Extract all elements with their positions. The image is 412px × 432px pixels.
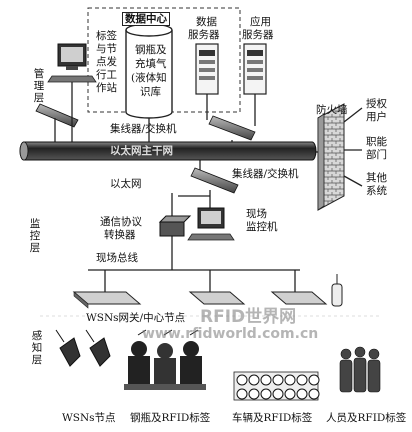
- layer-label-monitoring: 监控层: [29, 218, 41, 254]
- person-tag-label: 人员及RFID标签: [326, 412, 407, 424]
- data-server-label-1: 数据: [196, 16, 217, 28]
- watermark-bottom: www.rfidworld.com.cn: [142, 326, 319, 342]
- wsn-gateway-mid-icon: [188, 291, 246, 305]
- db-line-4: 识库: [140, 86, 161, 98]
- auth-users-label-1: 授权: [366, 98, 387, 110]
- database-cylinder: [125, 23, 173, 119]
- wsn-node-label: WSNs节点: [62, 412, 116, 424]
- backbone-label: 以太网主干网: [110, 145, 173, 157]
- data-server-label-2: 服务器: [188, 29, 220, 41]
- app-server-label-1: 应用: [250, 16, 271, 28]
- workstation-label-2: 与节: [96, 43, 117, 55]
- workstation-label-3: 点发: [96, 56, 117, 68]
- functional-dept-label-1: 职能: [366, 136, 387, 148]
- datacenter-title: 数据中心: [122, 12, 170, 26]
- db-line-1: 钢瓶及: [135, 44, 167, 56]
- workstation-label-5: 作站: [96, 82, 117, 94]
- protocol-converter-label-1: 通信协议: [100, 216, 142, 228]
- data-server-icon: [195, 43, 219, 95]
- wsn-gateway-label: WSNs网关/中心节点: [86, 312, 186, 324]
- firewall-label: 防火墙: [316, 104, 348, 116]
- wsn-gateway-left-icon: [72, 291, 142, 309]
- hub-switch-mid-label: 集线器/交换机: [232, 168, 299, 180]
- workstation-label-4: 行工: [96, 69, 117, 81]
- layer-label-management: 管理层: [33, 68, 45, 104]
- app-server-icon: [243, 43, 267, 95]
- vehicle-tag-icons: [233, 371, 320, 401]
- backbone-pipe: [19, 141, 317, 161]
- layer-label-perception: 感知层: [31, 330, 43, 366]
- cylinder-tag-label: 钢瓶及RFID标签: [130, 412, 211, 424]
- person-tag-icons: [339, 346, 381, 393]
- protocol-converter-icon: [158, 215, 192, 237]
- wsn-node-icons: [55, 329, 111, 367]
- vehicle-tag-label: 车辆及RFID标签: [232, 412, 313, 424]
- top-hub-left-icon: [35, 103, 79, 128]
- db-line-3: (液体知: [131, 72, 167, 84]
- workstation-label-1: 标签: [96, 30, 117, 42]
- hub-switch-top-label: 集线器/交换机: [110, 123, 177, 135]
- top-hub-right-icon: [208, 115, 256, 141]
- tag-workstation-icon: [47, 43, 97, 83]
- field-bus-label: 现场总线: [96, 252, 138, 264]
- mid-hub-icon: [190, 167, 239, 194]
- watermark-top: RFID世界网: [200, 307, 297, 327]
- protocol-converter-label-2: 转换器: [104, 229, 136, 241]
- wsn-gateway-right-icon: [270, 291, 328, 305]
- field-monitor-label-2: 监控机: [246, 221, 278, 233]
- other-systems-label-1: 其他: [366, 172, 387, 184]
- auth-users-label-2: 用户: [366, 111, 387, 123]
- db-line-2: 充填气: [135, 58, 167, 70]
- ethernet-label: 以太网: [110, 178, 142, 190]
- wsn-sensor-icon: [331, 274, 343, 307]
- app-server-label-2: 服务器: [242, 29, 274, 41]
- field-monitor-icon: [187, 207, 235, 241]
- firewall-icon: [317, 103, 345, 211]
- field-monitor-label-1: 现场: [246, 208, 267, 220]
- functional-dept-label-2: 部门: [366, 149, 387, 161]
- other-systems-label-2: 系统: [366, 185, 387, 197]
- cylinder-tag-icons: [124, 329, 206, 390]
